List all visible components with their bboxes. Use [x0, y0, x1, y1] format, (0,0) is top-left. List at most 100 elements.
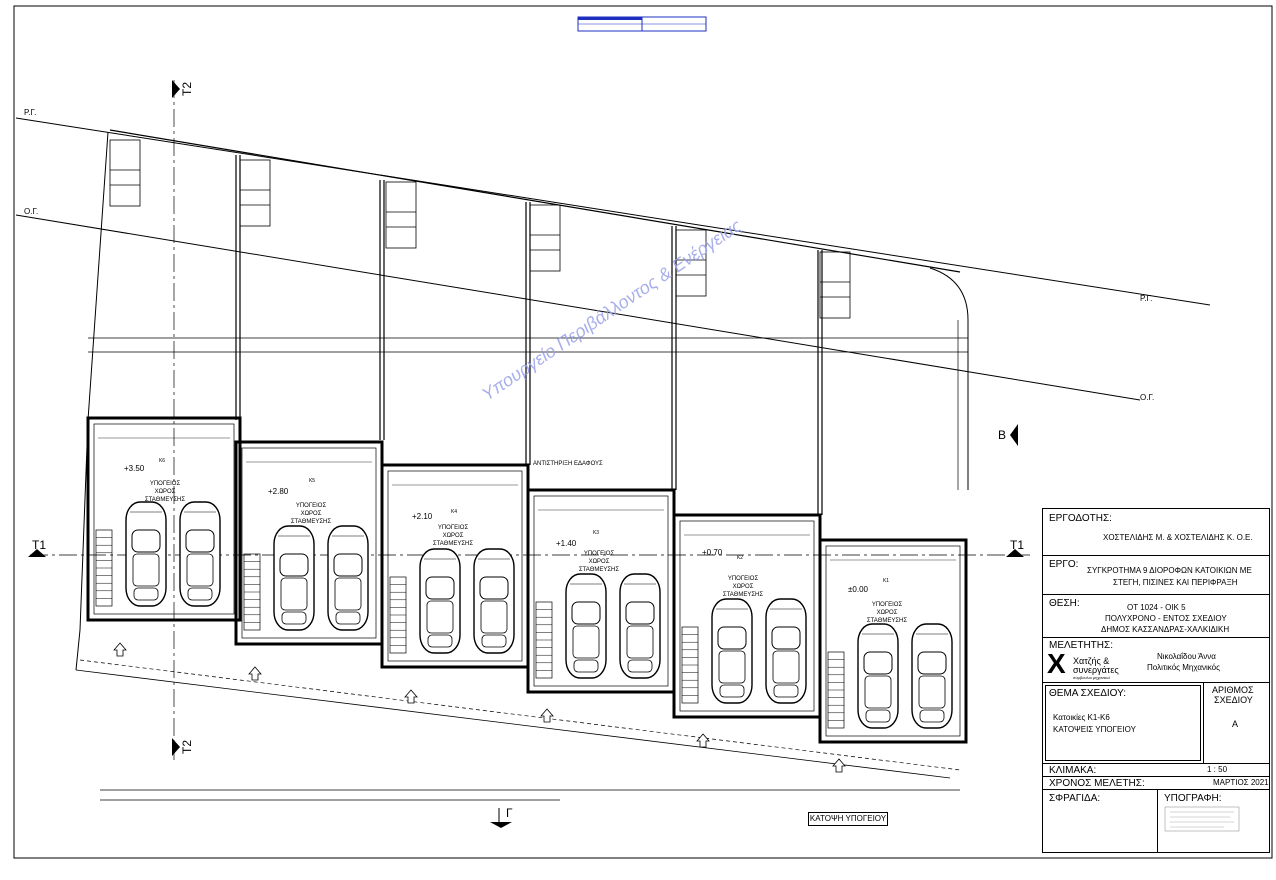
garage-unit-5	[672, 513, 822, 748]
view-g-label: Γ	[506, 806, 513, 820]
client-label: ΕΡΓΟΔΟΤΗΣ:	[1049, 513, 1112, 524]
unit-k1-room: ΥΠΟΓΕΙΟΣ ΧΩΡΟΣ ΣΤΑΘΜΕΥΣΗΣ	[866, 602, 908, 624]
signature-stamp-icon	[1164, 806, 1240, 832]
car-roof	[626, 625, 654, 659]
car-roof	[918, 675, 946, 709]
entrance-arrow-icon	[248, 666, 262, 681]
date-label: ΧΡΟΝΟΣ ΜΕΛΕΤΗΣ:	[1049, 778, 1145, 789]
unit-k3-room: ΥΠΟΓΕΙΟΣ ΧΩΡΟΣ ΣΤΑΘΜΕΥΣΗΣ	[578, 551, 620, 573]
unit-k1-level: ±0.00	[848, 585, 868, 594]
car-windshield	[479, 576, 509, 600]
car-roof	[334, 577, 362, 611]
designer-name: Νικολαΐδου Άννα	[1157, 652, 1216, 661]
car-rear-window	[427, 634, 453, 648]
drawing-number: Α	[1232, 719, 1239, 729]
unit-k5-level: +2.80	[268, 487, 289, 496]
unit-k6-level: +3.50	[124, 464, 145, 473]
street-line-label-left: Ο.Γ.	[24, 207, 39, 216]
car-1-1	[125, 501, 167, 607]
garage-inner-wall	[241, 447, 377, 639]
car-5-1	[711, 598, 753, 704]
building-line	[15, 117, 1211, 306]
client-box: ΕΡΓΟΔΟΤΗΣ: ΧΟΣΤΕΛΙΔΗΣ Μ. & ΧΟΣΤΕΛΙΔΗΣ Κ.…	[1042, 508, 1270, 556]
garage-inner-wall	[825, 545, 961, 737]
car-6-1	[857, 623, 899, 729]
car-4-1	[565, 573, 607, 679]
project-line-1: ΣΥΓΚΡΟΤΗΜΑ 9 ΔΙΟΡΟΦΩΝ ΚΑΤΟΙΚΙΩΝ ΜΕ	[1087, 566, 1252, 575]
car-windshield	[185, 529, 215, 553]
unit-k3-level: +1.40	[556, 539, 577, 548]
designer-label: ΜΕΛΕΤΗΤΗΣ:	[1049, 640, 1113, 651]
sheet-border	[13, 5, 1273, 859]
building-line-label-right: Ρ.Γ.	[1140, 294, 1153, 303]
car-roof	[772, 650, 800, 684]
car-6-2	[911, 623, 953, 729]
location-line-1: ΟΤ 1024 - ΟΙΚ 5	[1127, 603, 1186, 612]
section-t1-right-label: T1	[1010, 538, 1025, 552]
car-2-1	[273, 525, 315, 631]
car-1-2	[179, 501, 221, 607]
logo-line-2: συνεργάτες	[1073, 665, 1119, 675]
car-3-2	[473, 548, 515, 654]
unit-k4-code: K4	[450, 509, 458, 515]
logo-x-icon: X	[1047, 648, 1066, 679]
car-roof	[480, 600, 508, 634]
car-windshield	[717, 626, 747, 650]
plan-caption: ΚΑΤΟΨΗ ΥΠΟΓΕΙΟΥ	[808, 812, 888, 826]
signature-box: ΥΠΟΓΡΑΦΗ:	[1157, 789, 1270, 853]
date-row: ΧΡΟΝΟΣ ΜΕΛΕΤΗΣ: ΜΑΡΤΙΟΣ 2021	[1042, 776, 1270, 790]
subject-label: ΘΕΜΑ ΣΧΕΔΙΟΥ:	[1049, 688, 1127, 699]
stamp-box: ΣΦΡΑΓΙΔΑ:	[1042, 789, 1158, 853]
street-line	[15, 214, 1141, 401]
drawing-number-label-2: ΣΧΕΔΙΟΥ	[1214, 695, 1253, 705]
car-4-2	[619, 573, 661, 679]
car-rear-window	[865, 709, 891, 723]
unit-k3-code: K3	[592, 530, 600, 536]
entrance-arrow-icon	[832, 758, 846, 773]
logo-line-1: Χατζής &	[1073, 656, 1110, 666]
subject-line-1: Κατοικίες Κ1-Κ6	[1053, 713, 1110, 722]
unit-k4-room: ΥΠΟΓΕΙΟΣ ΧΩΡΟΣ ΣΤΑΘΜΕΥΣΗΣ	[432, 525, 474, 547]
section-t2-bottom-label: T2	[180, 739, 194, 754]
car-rear-window	[187, 587, 213, 601]
retaining-wall-label: ΑΝΤΙΣΤΗΡΙΞΗ ΕΔΑΦΟΥΣ	[533, 461, 603, 467]
drawing-number-label-1: ΑΡΙΘΜΟΣ	[1212, 685, 1254, 695]
car-rear-window	[133, 587, 159, 601]
section-t2-top-label: T2	[180, 81, 194, 96]
garage-unit-6	[818, 538, 968, 773]
car-windshield	[863, 651, 893, 675]
street-line-label-right: Ο.Γ.	[1140, 393, 1155, 402]
car-rear-window	[627, 659, 653, 673]
garage-wall	[818, 538, 968, 744]
garage-unit-2	[234, 440, 384, 681]
subject-line-2: ΚΑΤΟΨΕΙΣ ΥΠΟΓΕΙΟΥ	[1053, 725, 1136, 734]
drawing-number-box: ΑΡΙΘΜΟΣ ΣΧΕΔΙΟΥ Α	[1203, 682, 1270, 764]
car-windshield	[333, 553, 363, 577]
project-line-2: ΣΤΕΓΗ, ΠΙΣΙΝΕΣ ΚΑΙ ΠΕΡΙΦΡΑΞΗ	[1113, 578, 1238, 587]
party-walls	[235, 155, 823, 515]
car-rear-window	[281, 611, 307, 625]
car-windshield	[571, 601, 601, 625]
car-windshield	[131, 529, 161, 553]
car-windshield	[279, 553, 309, 577]
scale-value: 1 : 50	[1207, 765, 1228, 774]
unit-k5-code: K5	[308, 478, 316, 484]
car-windshield	[771, 626, 801, 650]
car-roof	[186, 553, 214, 587]
garage-inner-wall	[679, 520, 815, 712]
date-value: ΜΑΡΤΙΟΣ 2021	[1213, 778, 1269, 787]
car-rear-window	[719, 684, 745, 698]
car-roof	[572, 625, 600, 659]
garage-unit-1	[86, 416, 242, 657]
designer-box: ΜΕΛΕΤΗΤΗΣ: X Χατζής & συνεργάτες σύμβουλ…	[1042, 637, 1270, 683]
unit-k1-code: K1	[882, 578, 890, 584]
unit-k2-level: +0.70	[702, 548, 723, 557]
entrance-arrow-icon	[404, 689, 418, 704]
logo-line-3: σύμβουλοι μηχανικοί	[1073, 675, 1110, 680]
car-roof	[280, 577, 308, 611]
car-5-2	[765, 598, 807, 704]
unit-k4-level: +2.10	[412, 512, 433, 521]
subject-box: ΘΕΜΑ ΣΧΕΔΙΟΥ: Κατοικίες Κ1-Κ6 ΚΑΤΟΨΕΙΣ Υ…	[1042, 682, 1204, 764]
unit-k2-room: ΥΠΟΓΕΙΟΣ ΧΩΡΟΣ ΣΤΑΘΜΕΥΣΗΣ	[722, 576, 764, 598]
car-roof	[864, 675, 892, 709]
